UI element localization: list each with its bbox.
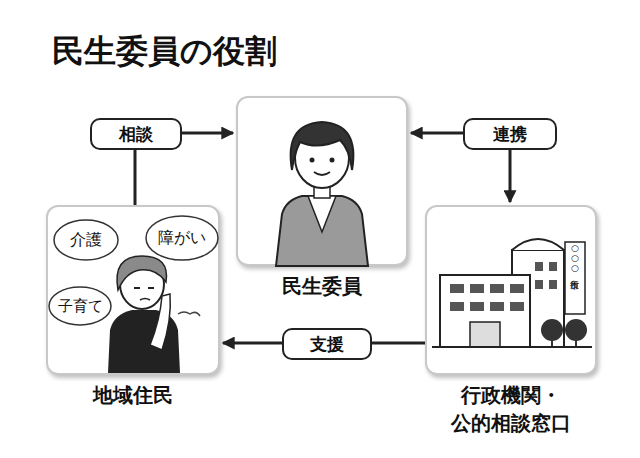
node-frame bbox=[236, 96, 408, 266]
worry-text: 障がい bbox=[158, 228, 206, 249]
diagram-title: 民生委員の役割 bbox=[52, 30, 277, 74]
node-box: 民生委員 bbox=[236, 96, 408, 300]
edge-label: 連携 bbox=[463, 118, 557, 150]
node-caption: 民生委員 bbox=[236, 272, 408, 300]
sign-text: ○○○市役所 bbox=[569, 243, 581, 273]
node-frame bbox=[425, 205, 597, 375]
node-caption: 行政機関・ 公的相談窓口 bbox=[425, 381, 597, 437]
worry-text: 子育て bbox=[58, 297, 103, 316]
worry-text: 介護 bbox=[70, 230, 102, 251]
edge-label: 相談 bbox=[90, 118, 182, 150]
edge-label: 支援 bbox=[282, 328, 372, 360]
node-box: 行政機関・ 公的相談窓口 bbox=[425, 205, 597, 437]
node-caption: 地域住民 bbox=[46, 381, 220, 409]
